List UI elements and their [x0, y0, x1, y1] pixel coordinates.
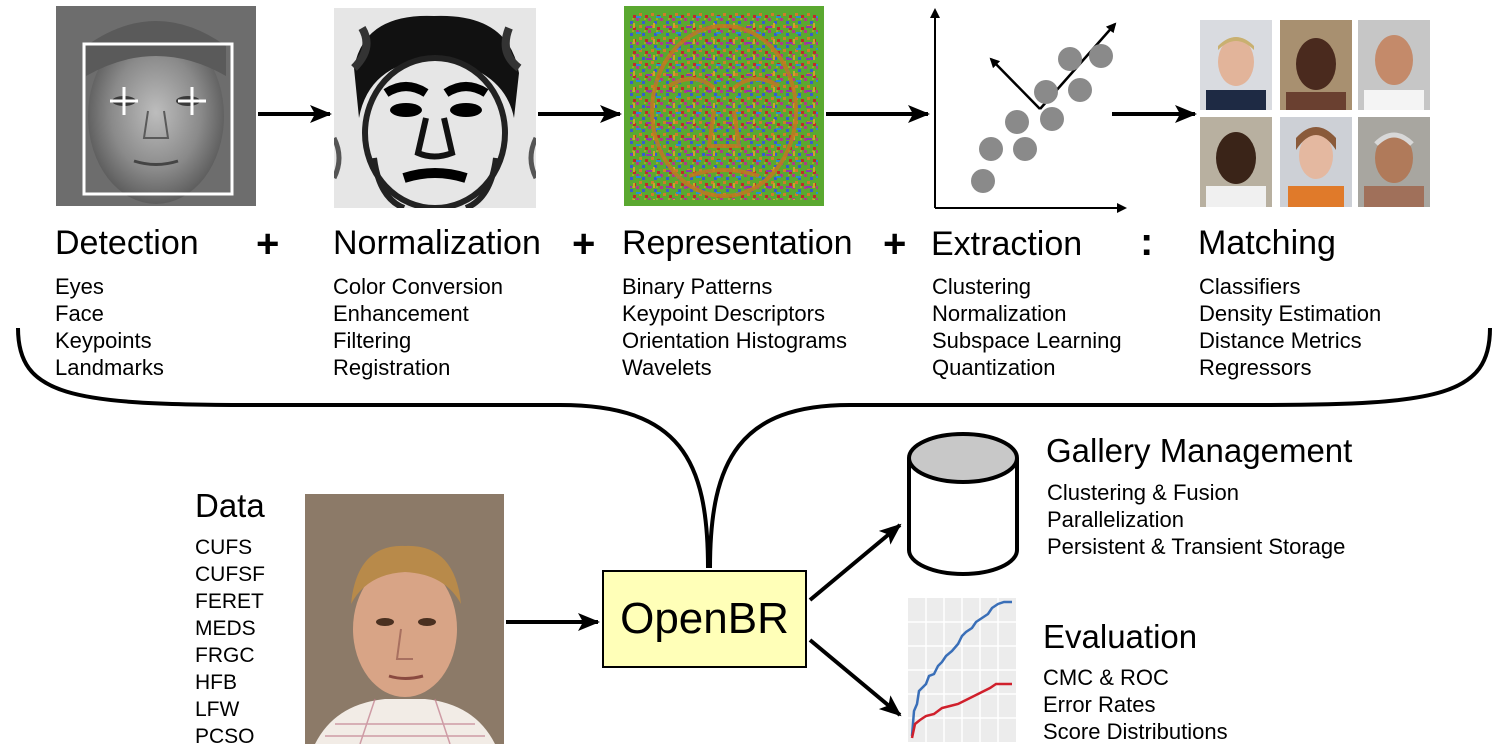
evaluation-title: Evaluation [1043, 618, 1198, 655]
operator-plus-3: + [883, 222, 907, 266]
stage-list-normalization: Color Conversion Enhancement Filtering R… [333, 273, 503, 381]
list-item: Orientation Histograms [622, 328, 847, 353]
stage-list-extraction: Clustering Normalization Subspace Learni… [932, 273, 1122, 381]
list-item: Clustering & Fusion [1047, 480, 1239, 505]
gallery-face-6 [1358, 117, 1430, 207]
operator-plus-1: + [256, 222, 280, 266]
list-item: Wavelets [622, 355, 712, 380]
list-item: Face [55, 301, 104, 326]
list-item: CUFS [195, 536, 253, 559]
gallery-face-3 [1358, 20, 1430, 110]
stage-title-extraction: Extraction [931, 225, 1083, 263]
list-item: Parallelization [1047, 507, 1184, 532]
scatter-subspace-icon [930, 8, 1127, 213]
data-list: CUFS CUFSF FERET MEDS FRGC HFB LFW PCSO [195, 534, 265, 750]
roc-curve-icon [908, 598, 1016, 742]
gallery-list: Clustering & Fusion Parallelization Pers… [1047, 479, 1345, 560]
face-photo [305, 494, 504, 744]
stage-title-matching: Matching [1198, 224, 1336, 262]
list-item: Enhancement [333, 301, 469, 326]
brace-right [708, 327, 1492, 569]
list-item: Keypoints [55, 328, 152, 353]
list-item: PCSO [195, 725, 255, 748]
face-gallery-thumbnails [1200, 20, 1430, 208]
gallery-face-5 [1280, 117, 1352, 207]
gallery-title: Gallery Management [1046, 432, 1353, 469]
normalized-face-thumbnail [334, 8, 536, 208]
database-cylinder-icon [907, 432, 1019, 576]
face-detection-thumbnail [56, 6, 256, 206]
list-item: Quantization [932, 355, 1056, 380]
openbr-box: OpenBR [602, 570, 807, 668]
operator-plus-2: + [572, 222, 596, 266]
list-item: Density Estimation [1199, 301, 1382, 326]
list-item: Registration [333, 355, 451, 380]
brace-left [16, 327, 710, 569]
list-item: FERET [195, 590, 264, 613]
stage-list-detection: Eyes Face Keypoints Landmarks [55, 273, 164, 381]
list-item: Distance Metrics [1199, 328, 1362, 353]
data-title: Data [195, 487, 265, 524]
list-item: Clustering [932, 274, 1032, 299]
stage-title-representation: Representation [622, 224, 853, 262]
operator-colon: : [1140, 220, 1154, 264]
stage-title-normalization: Normalization [333, 224, 541, 262]
stage-list-matching: Classifiers Density Estimation Distance … [1199, 273, 1381, 381]
list-item: Color Conversion [333, 274, 503, 299]
gallery-face-1 [1200, 20, 1272, 110]
list-item: LFW [195, 698, 240, 721]
list-item: Regressors [1199, 355, 1312, 380]
list-item: Normalization [932, 301, 1067, 326]
list-item: FRGC [195, 644, 255, 667]
list-item: HFB [195, 671, 237, 694]
list-item: Eyes [55, 274, 104, 299]
gallery-face-4 [1200, 117, 1272, 207]
list-item: Landmarks [55, 355, 164, 380]
list-item: CMC & ROC [1043, 665, 1169, 690]
list-item: Score Distributions [1043, 719, 1228, 744]
list-item: Error Rates [1043, 692, 1156, 717]
list-item: Filtering [333, 328, 412, 353]
stage-list-representation: Binary Patterns Keypoint Descriptors Ori… [622, 273, 847, 381]
arrow-openbr-to-gallery [808, 523, 902, 602]
list-item: CUFSF [195, 563, 265, 586]
stage-title-detection: Detection [55, 224, 199, 262]
texture-map-thumbnail [624, 6, 824, 206]
evaluation-list: CMC & ROC Error Rates Score Distribution… [1043, 664, 1228, 745]
arrow-openbr-to-evaluation [808, 638, 902, 717]
gallery-face-2 [1280, 20, 1352, 110]
list-item: Persistent & Transient Storage [1047, 534, 1346, 559]
list-item: Keypoint Descriptors [622, 301, 825, 326]
list-item: Binary Patterns [622, 274, 773, 299]
list-item: MEDS [195, 617, 256, 640]
list-item: Classifiers [1199, 274, 1301, 299]
list-item: Subspace Learning [932, 328, 1122, 353]
